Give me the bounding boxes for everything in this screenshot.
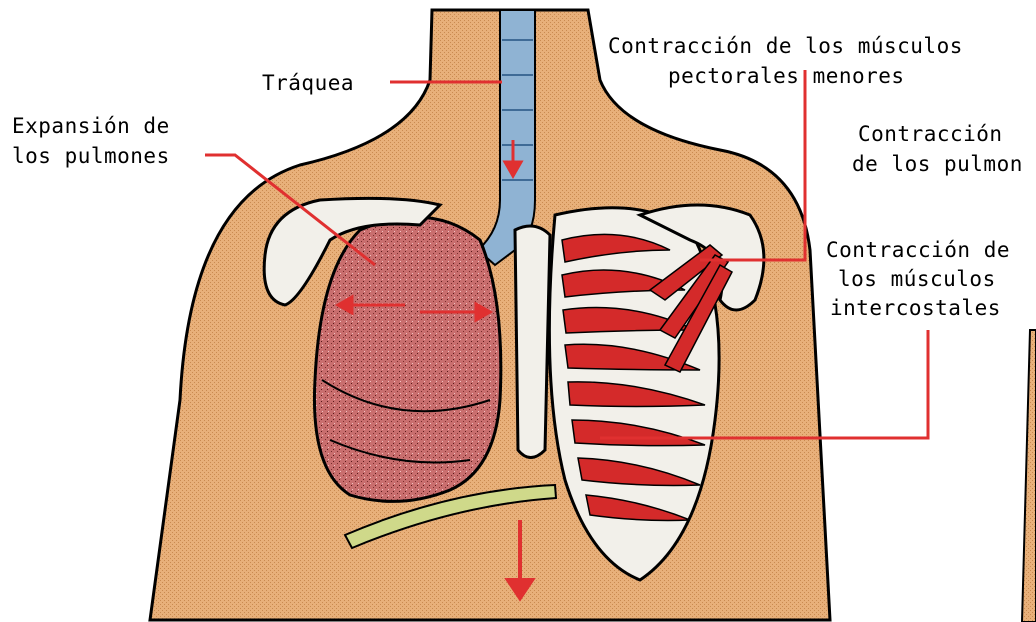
- label-pectoral-line1: Contracción de los músculos: [608, 33, 963, 59]
- label-intercostal-line3: intercostales: [830, 295, 1001, 321]
- label-intercostal-line2: los músculos: [838, 266, 996, 292]
- label-lung-expansion-line2: los pulmones: [12, 143, 170, 169]
- second-figure-edge: [1022, 330, 1036, 622]
- label-intercostal-line1: Contracción de: [826, 237, 1010, 263]
- expanded-lung: [314, 217, 500, 501]
- label-lung-contraction-line1: Contracción: [858, 121, 1003, 147]
- sternum: [515, 226, 550, 458]
- label-lung-expansion-line1: Expansión de: [12, 113, 170, 139]
- label-pectoral-line2: pectorales menores: [668, 63, 905, 89]
- label-lung-contraction-line2: de los pulmon: [852, 151, 1023, 177]
- label-trachea: Tráquea: [262, 70, 354, 96]
